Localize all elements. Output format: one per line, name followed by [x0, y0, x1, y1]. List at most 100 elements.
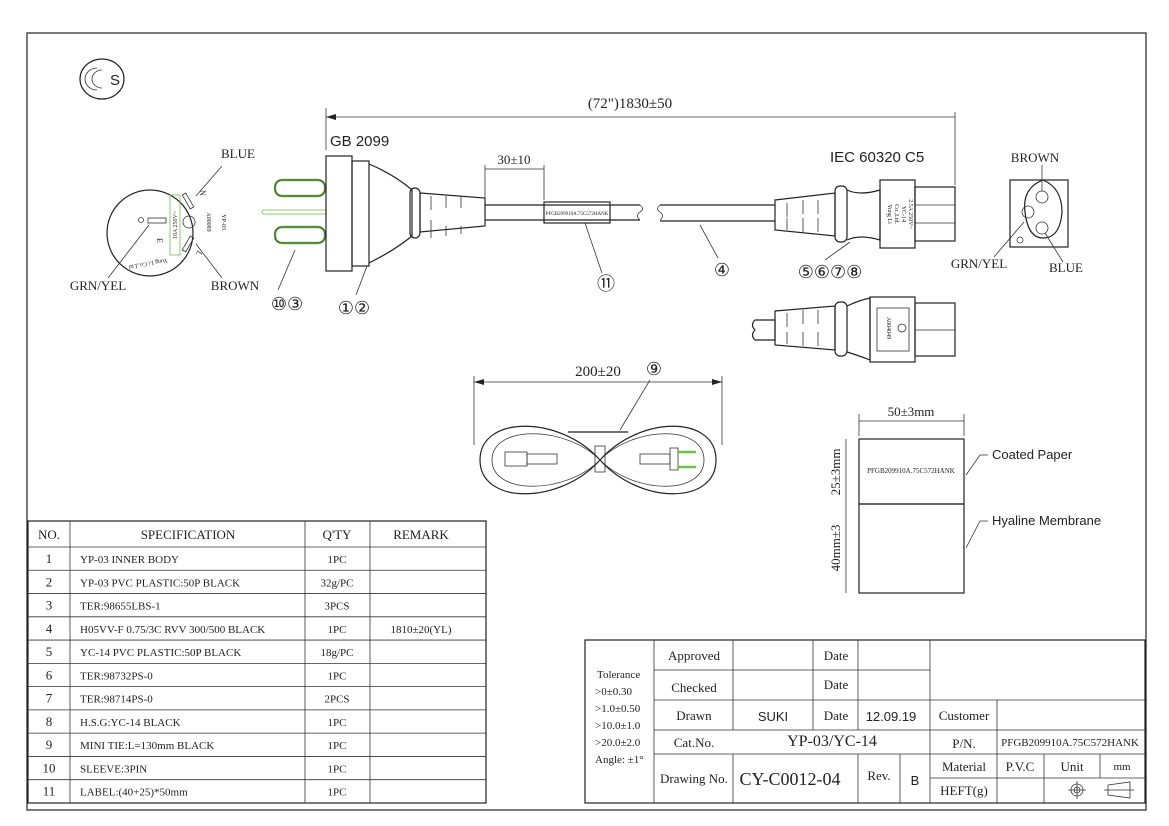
- bom-cell-qty: 1PC: [328, 763, 347, 775]
- title-block: Tolerance >0±0.30 >1.0±0.50 >10.0±1.0 >2…: [584, 639, 1146, 804]
- ccc-mini-icon: [897, 323, 907, 333]
- bom-header-no: NO.: [38, 527, 60, 542]
- label-paper-height-label: 25±3mm: [828, 449, 843, 496]
- bom-cell-qty: 32g/PC: [320, 577, 353, 589]
- checked-date-label: Date: [824, 677, 849, 692]
- bom-cell-qty: 1PC: [328, 554, 347, 566]
- brown-wire-label: BROWN: [211, 278, 260, 293]
- bom-cell-spec: TER:98732PS-0: [80, 670, 153, 682]
- bom-cell-no: 5: [46, 644, 53, 659]
- bom-cell-spec: YC-14 PVC PLASTIC:50P BLACK: [80, 647, 241, 659]
- unit-value: mm: [1113, 761, 1131, 773]
- bom-table-row: 7 TER:98714PS-0 2PCS: [46, 691, 350, 706]
- neutral-letter: N: [198, 190, 207, 196]
- drawing-no-label: Drawing No.: [660, 771, 728, 786]
- cable-label-text: PFGB209910A.75C572HANK: [546, 212, 609, 217]
- bom-header-qty: Q'TY: [322, 527, 352, 542]
- earth-pin-slot: [147, 217, 167, 224]
- label-width-label: 50±3mm: [888, 404, 935, 419]
- bom-cell-no: 7: [46, 691, 53, 706]
- label-spec-text: PFGB209910A.75C572HANK: [867, 467, 955, 475]
- callout-5-6-7-8: ⑤⑥⑦⑧: [798, 262, 863, 282]
- connector-standard-label: IEC 60320 C5: [830, 149, 924, 166]
- unit-label: Unit: [1060, 759, 1084, 774]
- approved-label: Approved: [668, 648, 720, 663]
- bom-cell-no: 8: [46, 714, 53, 729]
- hyaline-membrane-section: [858, 503, 965, 594]
- bom-cell-remark: 1810±20(YL): [390, 624, 451, 636]
- grn-yel-wire-label: GRN/YEL: [70, 278, 126, 293]
- plug-rating-text: 10A 250V~: [173, 210, 179, 239]
- heft-label: HEFT(g): [940, 783, 988, 798]
- blue-wire-label: BLUE: [221, 146, 255, 161]
- cat-no-label: Cat.No.: [674, 735, 714, 750]
- tolerance-line: >0±0.30: [595, 686, 632, 698]
- bundled-cord-view: 200±20 ⑨: [473, 359, 723, 495]
- label-membrane-height-label: 40mm±3: [828, 525, 843, 572]
- plug-face-view: 10A 250V~ A00089 YP-03 E N L Yung Li Co.…: [70, 146, 260, 293]
- plug-maker-text: Yung Li Co.,Ltd: [128, 257, 168, 270]
- plug-side-view: PFGB209910A.75C572HANK 30±10 ⑪ ⑩③ ①②: [261, 152, 663, 318]
- bom-cell-spec: H05VV-F 0.75/3C RVV 300/500 BLACK: [80, 624, 265, 636]
- cable-label: [543, 201, 611, 224]
- cat-no-value: YP-03/YC-14: [787, 733, 877, 750]
- bundle-length-label: 200±20: [575, 364, 621, 380]
- logo-s: S: [110, 72, 120, 89]
- callout-9: ⑨: [646, 359, 662, 379]
- bom-cell-spec: TER:98714PS-0: [80, 694, 153, 706]
- earth-letter: E: [155, 238, 164, 243]
- checked-label: Checked: [671, 680, 717, 695]
- tolerance-line: >1.0±0.50: [595, 703, 641, 715]
- bom-cell-spec: MINI TIE:L=130mm BLACK: [80, 740, 214, 752]
- drawn-label: Drawn: [676, 708, 712, 723]
- bom-cell-spec: TER:98655LBS-1: [80, 601, 161, 613]
- customer-label: Customer: [939, 708, 990, 723]
- material-value: P.V.C: [1006, 759, 1035, 774]
- bom-cell-spec: H.S.G:YC-14 BLACK: [80, 717, 181, 729]
- connector-code-text: A004049: [885, 317, 891, 339]
- bom-cell-spec: LABEL:(40+25)*50mm: [80, 787, 188, 799]
- plug-code-text: A00089: [205, 212, 211, 231]
- bom-cell-no: 3: [46, 598, 53, 613]
- sheet-border: [26, 32, 1147, 811]
- label-specification: PFGB209910A.75C572HANK 50±3mm 25±3mm 40m…: [828, 404, 1101, 594]
- callout-10-3: ⑩③: [271, 294, 303, 314]
- connector-text-3: YC-14: [900, 206, 906, 222]
- strip-length-label: 30±10: [497, 152, 530, 167]
- overall-length-label: (72")1830±50: [588, 96, 672, 112]
- connector-text-4: 2.5A 250V~: [907, 199, 913, 229]
- bom-cell-qty: 2PCS: [324, 694, 349, 706]
- bom-header-remark: REMARK: [393, 527, 449, 542]
- bom-header-spec: SPECIFICATION: [141, 527, 236, 542]
- bom-cell-qty: 1PC: [328, 717, 347, 729]
- rev-value: B: [911, 773, 920, 788]
- bom-cell-spec: YP-03 INNER BODY: [80, 554, 179, 566]
- live-letter: L: [194, 249, 204, 258]
- bom-cell-qty: 1PC: [328, 670, 347, 682]
- first-angle-projection-icon: [1068, 781, 1134, 799]
- bom-table-row: 1 YP-03 INNER BODY 1PC: [46, 551, 347, 566]
- bom-cell-no: 11: [43, 784, 56, 799]
- bom-cell-spec: YP-03 PVC PLASTIC:50P BLACK: [80, 577, 240, 589]
- bom-table-row: 8 H.S.G:YC-14 BLACK 1PC: [46, 714, 347, 729]
- approved-date-label: Date: [824, 648, 849, 663]
- bom-cell-qty: 18g/PC: [320, 647, 353, 659]
- plug-standard-label: GB 2099: [330, 133, 389, 150]
- tolerance-line: Angle: ±1°: [595, 754, 644, 766]
- hyaline-membrane-label: Hyaline Membrane: [992, 513, 1101, 528]
- connector-text-2: Co.,Ltd.: [893, 204, 899, 224]
- connector-brown-label: BROWN: [1011, 150, 1060, 165]
- pn-label: P/N.: [952, 736, 975, 751]
- callout-11: ⑪: [597, 274, 615, 294]
- plug-model-text: YP-03: [220, 214, 226, 230]
- bom-table: NO. SPECIFICATION Q'TY REMARK 1 YP-03 INN…: [27, 520, 487, 804]
- bom-cell-no: 1: [46, 551, 53, 566]
- bom-cell-qty: 1PC: [328, 624, 347, 636]
